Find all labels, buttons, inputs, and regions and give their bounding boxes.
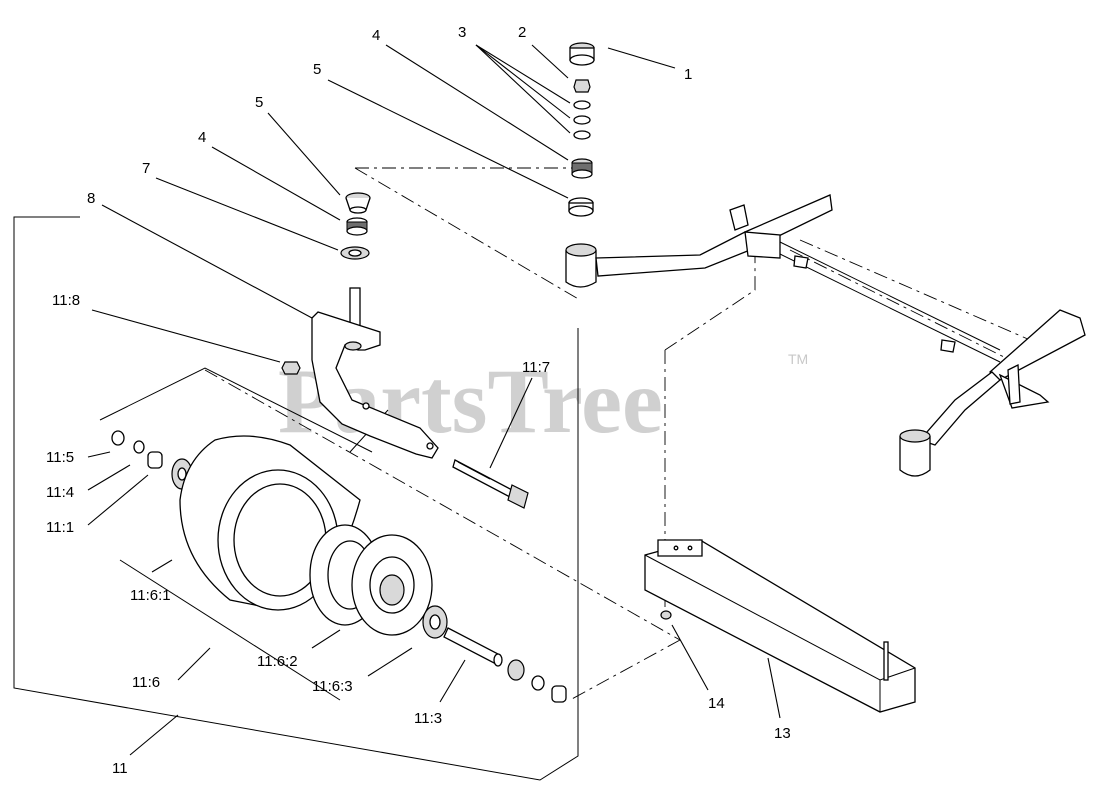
lock-nut [573, 79, 591, 93]
callout-11-4: 11:4 [46, 484, 74, 501]
callout-11-6-2: 11:6:2 [257, 653, 298, 670]
callout-2: 2 [518, 24, 526, 41]
callout-11-1: 11:1 [46, 519, 74, 536]
callout-11-6: 11:6 [132, 674, 160, 691]
right-spacers [507, 659, 567, 703]
weight-bar [644, 539, 916, 713]
callout-8: 8 [87, 190, 95, 207]
wheel-hub [309, 524, 433, 636]
callout-11-6-1: 11:6:1 [130, 587, 171, 604]
callout-labels: 1 2 3 4 5 5 4 7 8 11:8 11:7 11:5 11:4 11… [46, 24, 791, 777]
caster-frame [565, 194, 1086, 477]
callout-11-3: 11:3 [414, 710, 442, 727]
callout-13: 13 [774, 725, 791, 742]
callout-1: 1 [684, 66, 692, 83]
left-spacers [111, 430, 193, 490]
callout-5-lower: 5 [255, 94, 263, 111]
upper-bearing-cup [568, 197, 594, 217]
fork-bearing-stack [340, 192, 371, 260]
fork-nut [281, 361, 301, 375]
axle-spacer-tube [443, 627, 503, 667]
callout-4-upper: 4 [372, 27, 380, 44]
callout-11: 11 [112, 760, 128, 777]
callout-11-7: 11:7 [522, 359, 550, 376]
callout-4-lower: 4 [198, 129, 206, 146]
wheel-bushing [422, 605, 448, 639]
callout-11-6-3: 11:6:3 [312, 678, 353, 695]
caster-fork [311, 287, 439, 459]
weight-bolt [660, 610, 672, 620]
callout-7: 7 [142, 160, 150, 177]
bearing-cup [345, 192, 371, 214]
callout-14: 14 [708, 695, 725, 712]
bearing-cone [346, 217, 368, 236]
callout-11-5: 11:5 [46, 449, 74, 466]
dust-cap [569, 42, 595, 66]
leader-lines [87, 44, 781, 756]
callout-3: 3 [458, 24, 466, 41]
upper-bearing [571, 158, 593, 179]
watermark-trademark: TM [788, 351, 808, 367]
washers [573, 100, 591, 140]
axle-bolt [452, 459, 529, 509]
spindle-stack [568, 42, 595, 217]
callout-11-8: 11:8 [52, 292, 80, 309]
seal [340, 246, 370, 260]
callout-5-upper: 5 [313, 61, 321, 78]
